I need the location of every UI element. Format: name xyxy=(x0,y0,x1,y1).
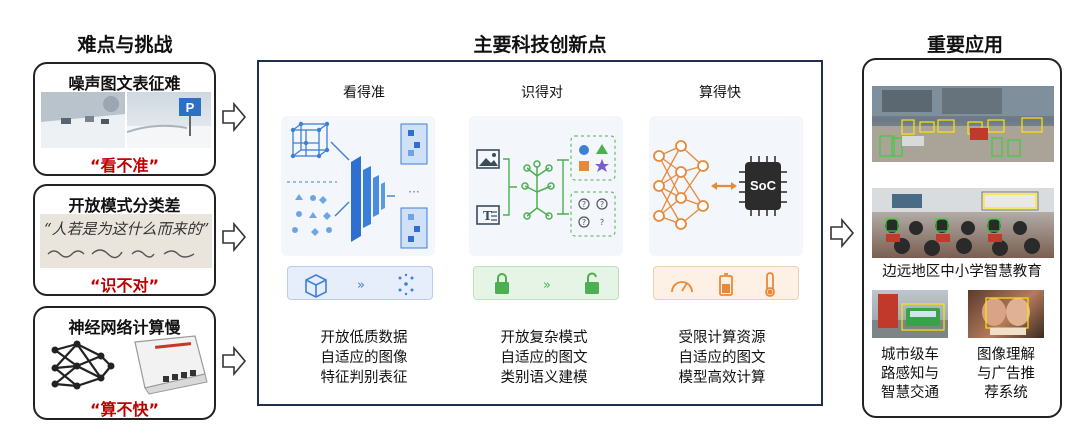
challenge-tag: “算不快” xyxy=(89,400,160,419)
feature-network-panel: ··· xyxy=(281,116,435,256)
column-description: 受限计算资源 自适应的图文 模型高效计算 xyxy=(637,328,807,388)
challenges-heading: 难点与挑战 xyxy=(77,34,173,56)
orange-icon-bar xyxy=(653,266,799,300)
desc-line: 自适应的图文 xyxy=(678,350,766,366)
challenge-box-noise: 噪声图文表征难 P “看不准” xyxy=(33,62,216,176)
svg-text:?: ? xyxy=(582,200,586,209)
challenge-box-slow-compute: 神经网络计算慢 “算不快” xyxy=(33,306,216,420)
svg-text:»: » xyxy=(543,278,551,293)
challenge-title: 神经网络计算慢 xyxy=(68,318,181,337)
label-line: 智慧交通 xyxy=(881,385,939,401)
challenge-tag: “识不对” xyxy=(89,276,160,295)
desc-line: 自适应的图文 xyxy=(500,350,588,366)
desc-line: 自适应的图像 xyxy=(320,350,408,366)
svg-text:»: » xyxy=(357,278,365,293)
app-label-education: 边远地区中小学智慧教育 xyxy=(882,264,1042,280)
challenge-tag: “看不准” xyxy=(89,156,160,175)
challenge-title: 噪声图文表征难 xyxy=(68,74,181,93)
app-label-traffic: 城市级车 路感知与 智慧交通 xyxy=(868,346,952,403)
ad-understanding-photo xyxy=(968,290,1044,338)
traffic-detection-photo xyxy=(872,86,1054,162)
svg-text:?: ? xyxy=(600,200,604,209)
applications-heading: 重要应用 xyxy=(926,34,1003,56)
classroom-photo xyxy=(872,188,1054,258)
svg-text:?: ? xyxy=(582,218,586,227)
soc-chip-label: SoC xyxy=(750,178,776,193)
desc-line: 类别语义建模 xyxy=(500,370,588,386)
arrow-right-icon xyxy=(830,218,855,248)
innovations-box: 看得准 识得对 算得快 xyxy=(257,60,823,406)
svg-text:P: P xyxy=(186,100,195,115)
desc-line: 受限计算资源 xyxy=(678,330,766,346)
camera-device-icon xyxy=(134,335,208,395)
snow-road-photo xyxy=(41,92,125,148)
desc-line: 开放低质数据 xyxy=(320,330,408,346)
handwriting-text: “人若是为这什么而来的” xyxy=(44,220,210,238)
desc-line: 开放复杂模式 xyxy=(500,330,588,346)
label-line: 荐系统 xyxy=(984,385,1028,401)
arrow-right-icon xyxy=(222,102,247,132)
multimodal-panel: T ???? xyxy=(469,116,623,256)
arrow-right-icon xyxy=(222,346,247,376)
innovations-heading: 主要科技创新点 xyxy=(473,34,607,56)
column-title: 算得快 xyxy=(699,85,741,101)
green-icon-bar: » xyxy=(473,266,619,300)
label-line: 图像理解 xyxy=(977,347,1035,363)
label-line: 与广告推 xyxy=(977,366,1035,382)
label-line: 路感知与 xyxy=(881,366,939,382)
challenge-box-open-pattern: 开放模式分类差 “人若是为这什么而来的” “识不对” xyxy=(33,184,216,296)
efficient-compute-panel: SoC xyxy=(649,116,803,256)
applications-box: 边远地区中小学智慧教育 城市级车 路感知与 智慧交通 图像理解 与广告推 荐系统 xyxy=(862,58,1062,418)
column-title: 识得对 xyxy=(521,85,563,101)
desc-line: 模型高效计算 xyxy=(678,370,766,386)
svg-text:?: ? xyxy=(600,218,604,227)
desc-line: 特征判别表征 xyxy=(320,370,408,386)
city-bus-photo xyxy=(872,290,948,338)
arrow-right-icon xyxy=(222,222,247,252)
blue-icon-bar: » xyxy=(287,266,433,300)
svg-text:T: T xyxy=(483,209,492,223)
svg-text:···: ··· xyxy=(408,185,419,199)
handwriting-image: “人若是为这什么而来的” xyxy=(40,214,212,268)
neural-network-icon xyxy=(51,340,115,390)
column-title: 看得准 xyxy=(343,85,385,101)
app-label-ads: 图像理解 与广告推 荐系统 xyxy=(964,346,1048,403)
column-description: 开放低质数据 自适应的图像 特征判别表征 xyxy=(279,328,449,388)
challenge-title: 开放模式分类差 xyxy=(68,196,181,215)
label-line: 城市级车 xyxy=(881,347,939,363)
column-description: 开放复杂模式 自适应的图文 类别语义建模 xyxy=(459,328,629,388)
snow-sign-photo: P xyxy=(127,92,211,148)
